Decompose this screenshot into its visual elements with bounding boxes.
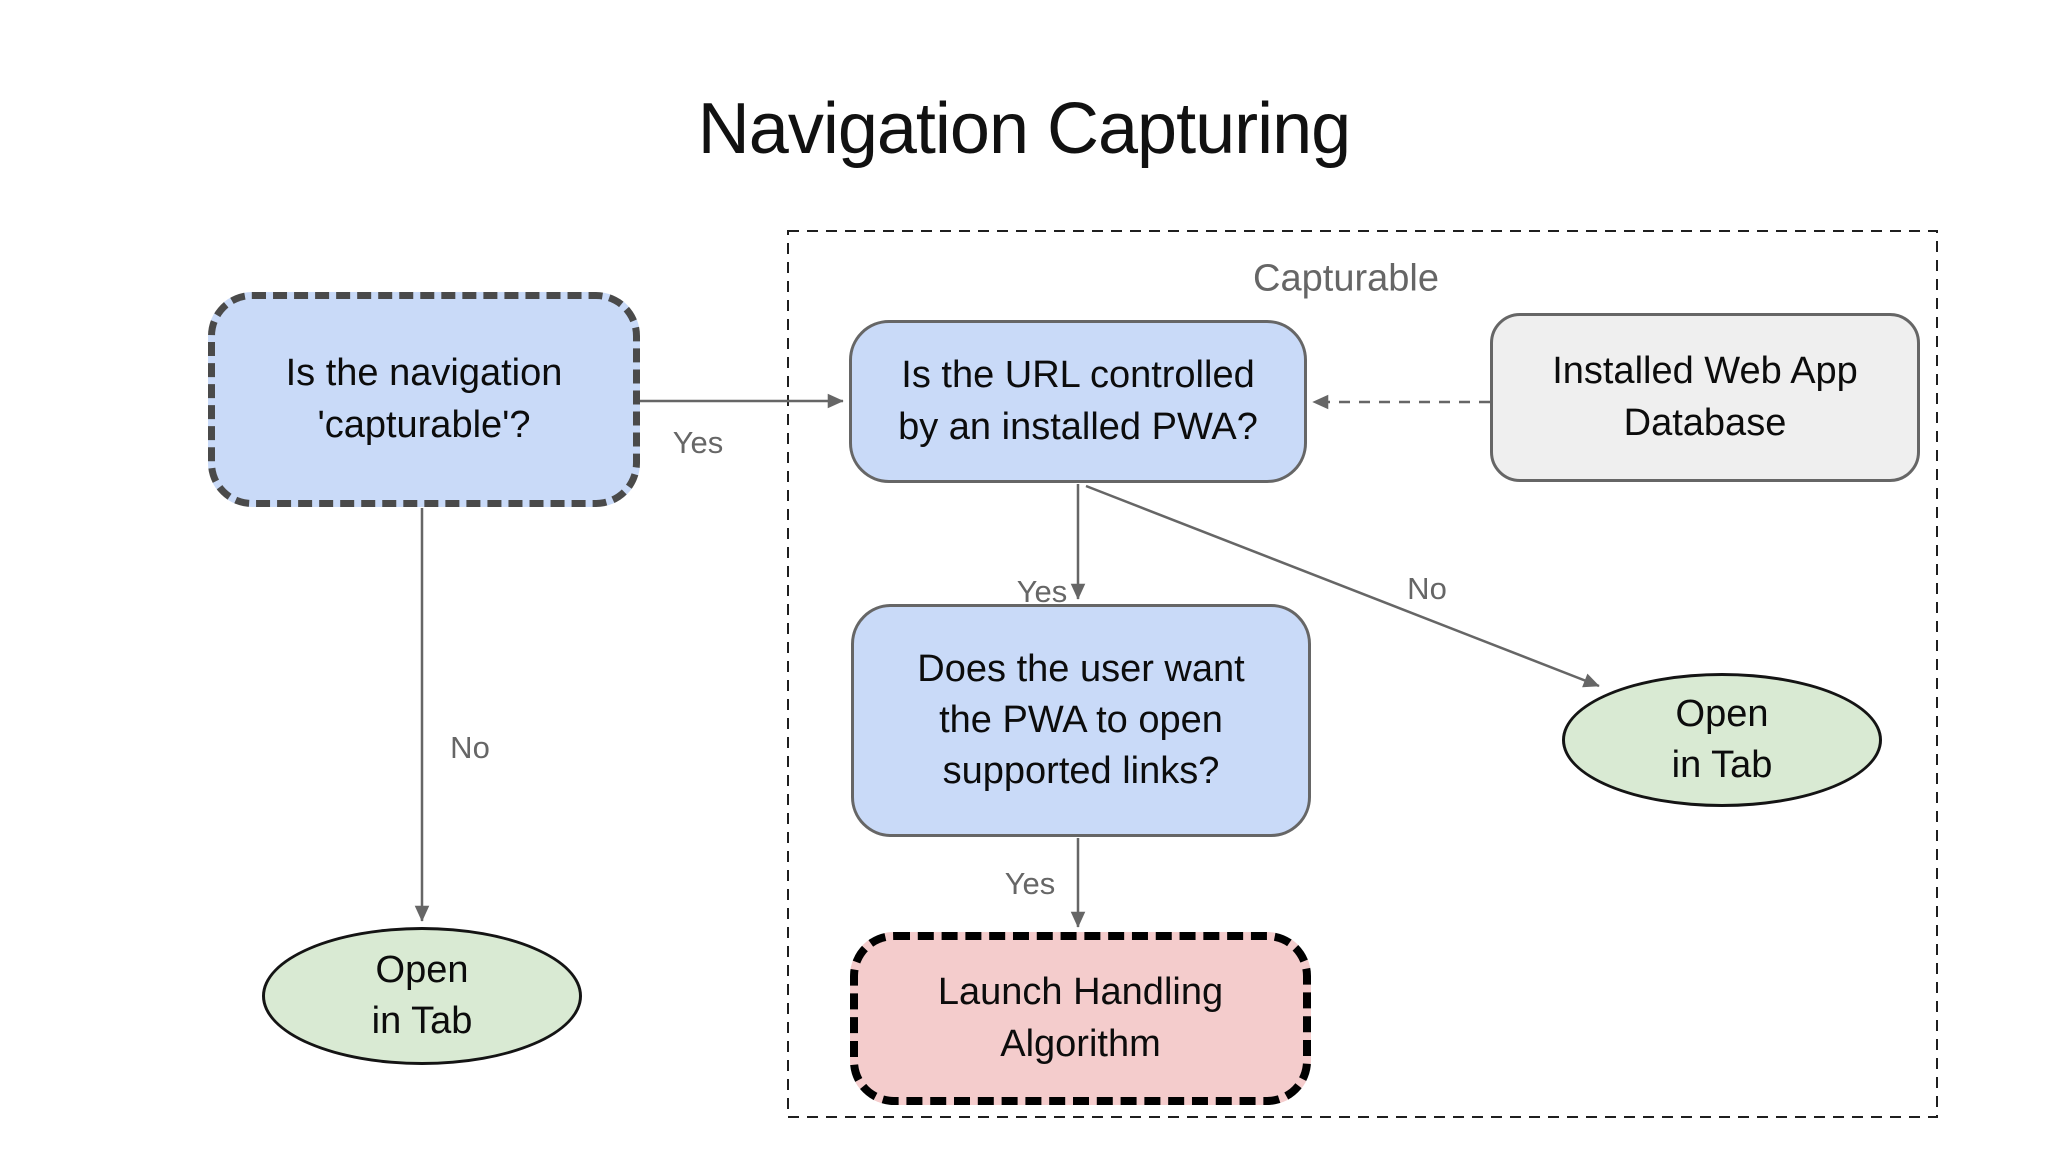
diagram-title: Navigation Capturing (697, 89, 1351, 169)
node-installed-web-app-database: Installed Web App Database (1490, 313, 1920, 482)
node-open-in-tab-right: Open in Tab (1562, 673, 1882, 807)
capturable-group-label: Capturable (1253, 257, 1439, 300)
edge-label-pwa-no: No (1407, 571, 1447, 606)
capturable-group-outline (787, 230, 1938, 1118)
node-launch-label: Launch Handling Algorithm (937, 971, 1224, 1065)
edge-pwa-no-arrow (1085, 484, 1600, 688)
node-open-in-tab-left: Open in Tab (262, 927, 582, 1065)
node-db-label: Installed Web App Database (1552, 350, 1858, 444)
node-launch-handling-algorithm: Launch Handling Algorithm (850, 932, 1311, 1105)
node-capturable-question-label: Is the navigation 'capturable'? (285, 352, 563, 446)
node-links-question-label: Does the user want the PWA to open suppo… (917, 647, 1245, 793)
node-url-question-label: Is the URL controlled by an installed PW… (898, 354, 1258, 448)
edge-label-pwa-yes: Yes (1016, 574, 1068, 609)
edge-label-capturable-no: No (450, 730, 490, 765)
node-url-question: Is the URL controlled by an installed PW… (849, 320, 1307, 483)
node-links-question: Does the user want the PWA to open suppo… (851, 604, 1311, 837)
node-capturable-question: Is the navigation 'capturable'? (208, 292, 640, 507)
node-open-in-tab-right-label: Open in Tab (1671, 692, 1773, 786)
node-open-in-tab-left-label: Open in Tab (371, 948, 473, 1042)
edge-label-links-yes: Yes (1004, 866, 1056, 901)
edge-label-capturable-yes: Yes (672, 425, 724, 460)
